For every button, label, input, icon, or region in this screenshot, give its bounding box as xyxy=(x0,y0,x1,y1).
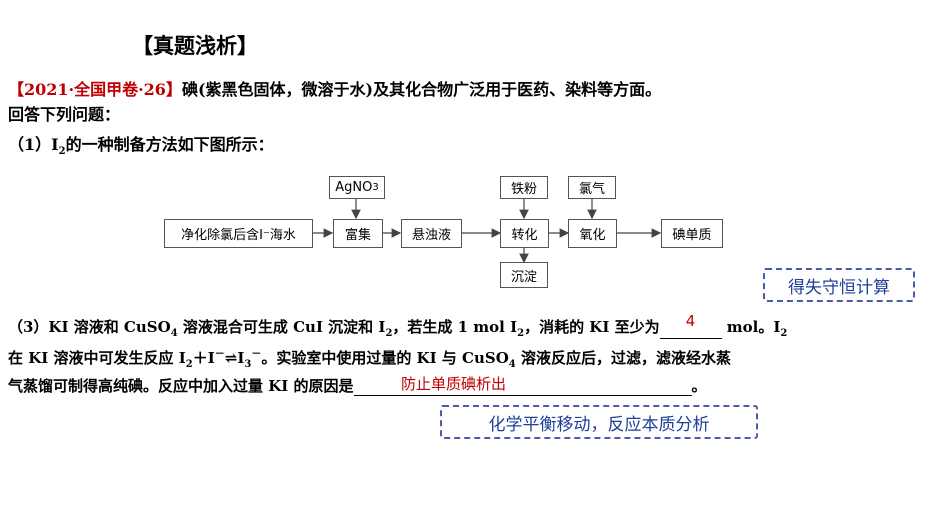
flow-box-enrich: 富集 xyxy=(333,219,383,248)
agno3-sub: 3 xyxy=(372,182,379,193)
q3-text: mol。I xyxy=(721,318,781,336)
q3-text: ⇌I xyxy=(224,349,245,367)
flow-box-precipitate: 沉淀 xyxy=(500,262,548,288)
q3-text: ，消耗的 KI 至少为 xyxy=(524,318,660,336)
answer-blank-1: 4 xyxy=(659,312,722,339)
q3-sub: 2 xyxy=(780,328,788,339)
q3-text: （3）KI 溶液和 CuSO xyxy=(8,318,171,336)
q3-sub: 3 xyxy=(244,359,252,370)
q3-sup: － xyxy=(214,349,225,360)
q1-suffix: 的一种制备方法如下图所示： xyxy=(65,135,274,154)
flow-box-start: 净化除氯后含I⁻海水 xyxy=(164,219,313,248)
answer-blank-2: 防止单质碘析出 xyxy=(353,375,692,396)
intro-line-2: 回答下列问题： xyxy=(8,105,121,124)
q3-sub: 4 xyxy=(170,328,178,339)
flow-box-iron: 铁粉 xyxy=(500,176,548,199)
answer-2: 防止单质碘析出 xyxy=(401,375,507,393)
flow-box-chlorine: 氯气 xyxy=(568,176,616,199)
q3-sub: 4 xyxy=(508,359,516,370)
source-tag: 【2021·全国甲卷·26】 xyxy=(8,80,182,99)
flow-box-oxidize: 氧化 xyxy=(568,219,617,248)
q3-text: ＋I xyxy=(192,349,215,367)
q3-line-3: 气蒸馏可制得高纯碘。反应中加入过量 KI 的原因是 防止单质碘析出 。 xyxy=(8,375,707,396)
q3-text: 气蒸馏可制得高纯碘。反应中加入过量 KI 的原因是 xyxy=(8,377,354,395)
question-1: （1）I2的一种制备方法如下图所示： xyxy=(8,131,274,157)
section-heading: 【真题浅析】 xyxy=(132,33,258,58)
q3-text: 。实验室中使用过量的 KI 与 CuSO xyxy=(261,349,509,367)
q3-sup: － xyxy=(251,349,262,360)
q3-line-2: 在 KI 溶液中可发生反应 I2＋I－⇌I3－。实验室中使用过量的 KI 与 C… xyxy=(8,345,731,370)
q1-prefix: （1）I xyxy=(8,135,59,154)
q3-text: ，若生成 1 mol I xyxy=(392,318,518,336)
intro-line-1: 【2021·全国甲卷·26】碘(紫黑色固体，微溶于水)及其化合物广泛用于医药、染… xyxy=(8,76,661,100)
flow-box-transform: 转化 xyxy=(500,219,549,248)
q1-sub: 2 xyxy=(58,146,66,158)
agno3-main: AgNO xyxy=(335,180,373,195)
flow-box-iodine: 碘单质 xyxy=(661,219,723,248)
q3-sub: 2 xyxy=(517,328,525,339)
q3-text: 。 xyxy=(691,377,707,395)
q3-text: 在 KI 溶液中可发生反应 I xyxy=(8,349,186,367)
callout-electron-conservation: 得失守恒计算 xyxy=(763,268,915,302)
q3-sub: 2 xyxy=(385,328,393,339)
q3-text: 溶液混合可生成 CuI 沉淀和 I xyxy=(177,318,386,336)
callout-equilibrium-analysis: 化学平衡移动，反应本质分析 xyxy=(440,405,758,439)
flow-box-suspension: 悬浊液 xyxy=(401,219,462,248)
q3-line-1: （3）KI 溶液和 CuSO4 溶液混合可生成 CuI 沉淀和 I2，若生成 1… xyxy=(8,312,788,339)
answer-1: 4 xyxy=(685,312,696,330)
q3-text: 溶液反应后，过滤，滤液经水蒸 xyxy=(515,349,731,367)
q3-sub: 2 xyxy=(185,359,193,370)
intro-text-1: 碘(紫黑色固体，微溶于水)及其化合物广泛用于医药、染料等方面。 xyxy=(181,80,662,99)
